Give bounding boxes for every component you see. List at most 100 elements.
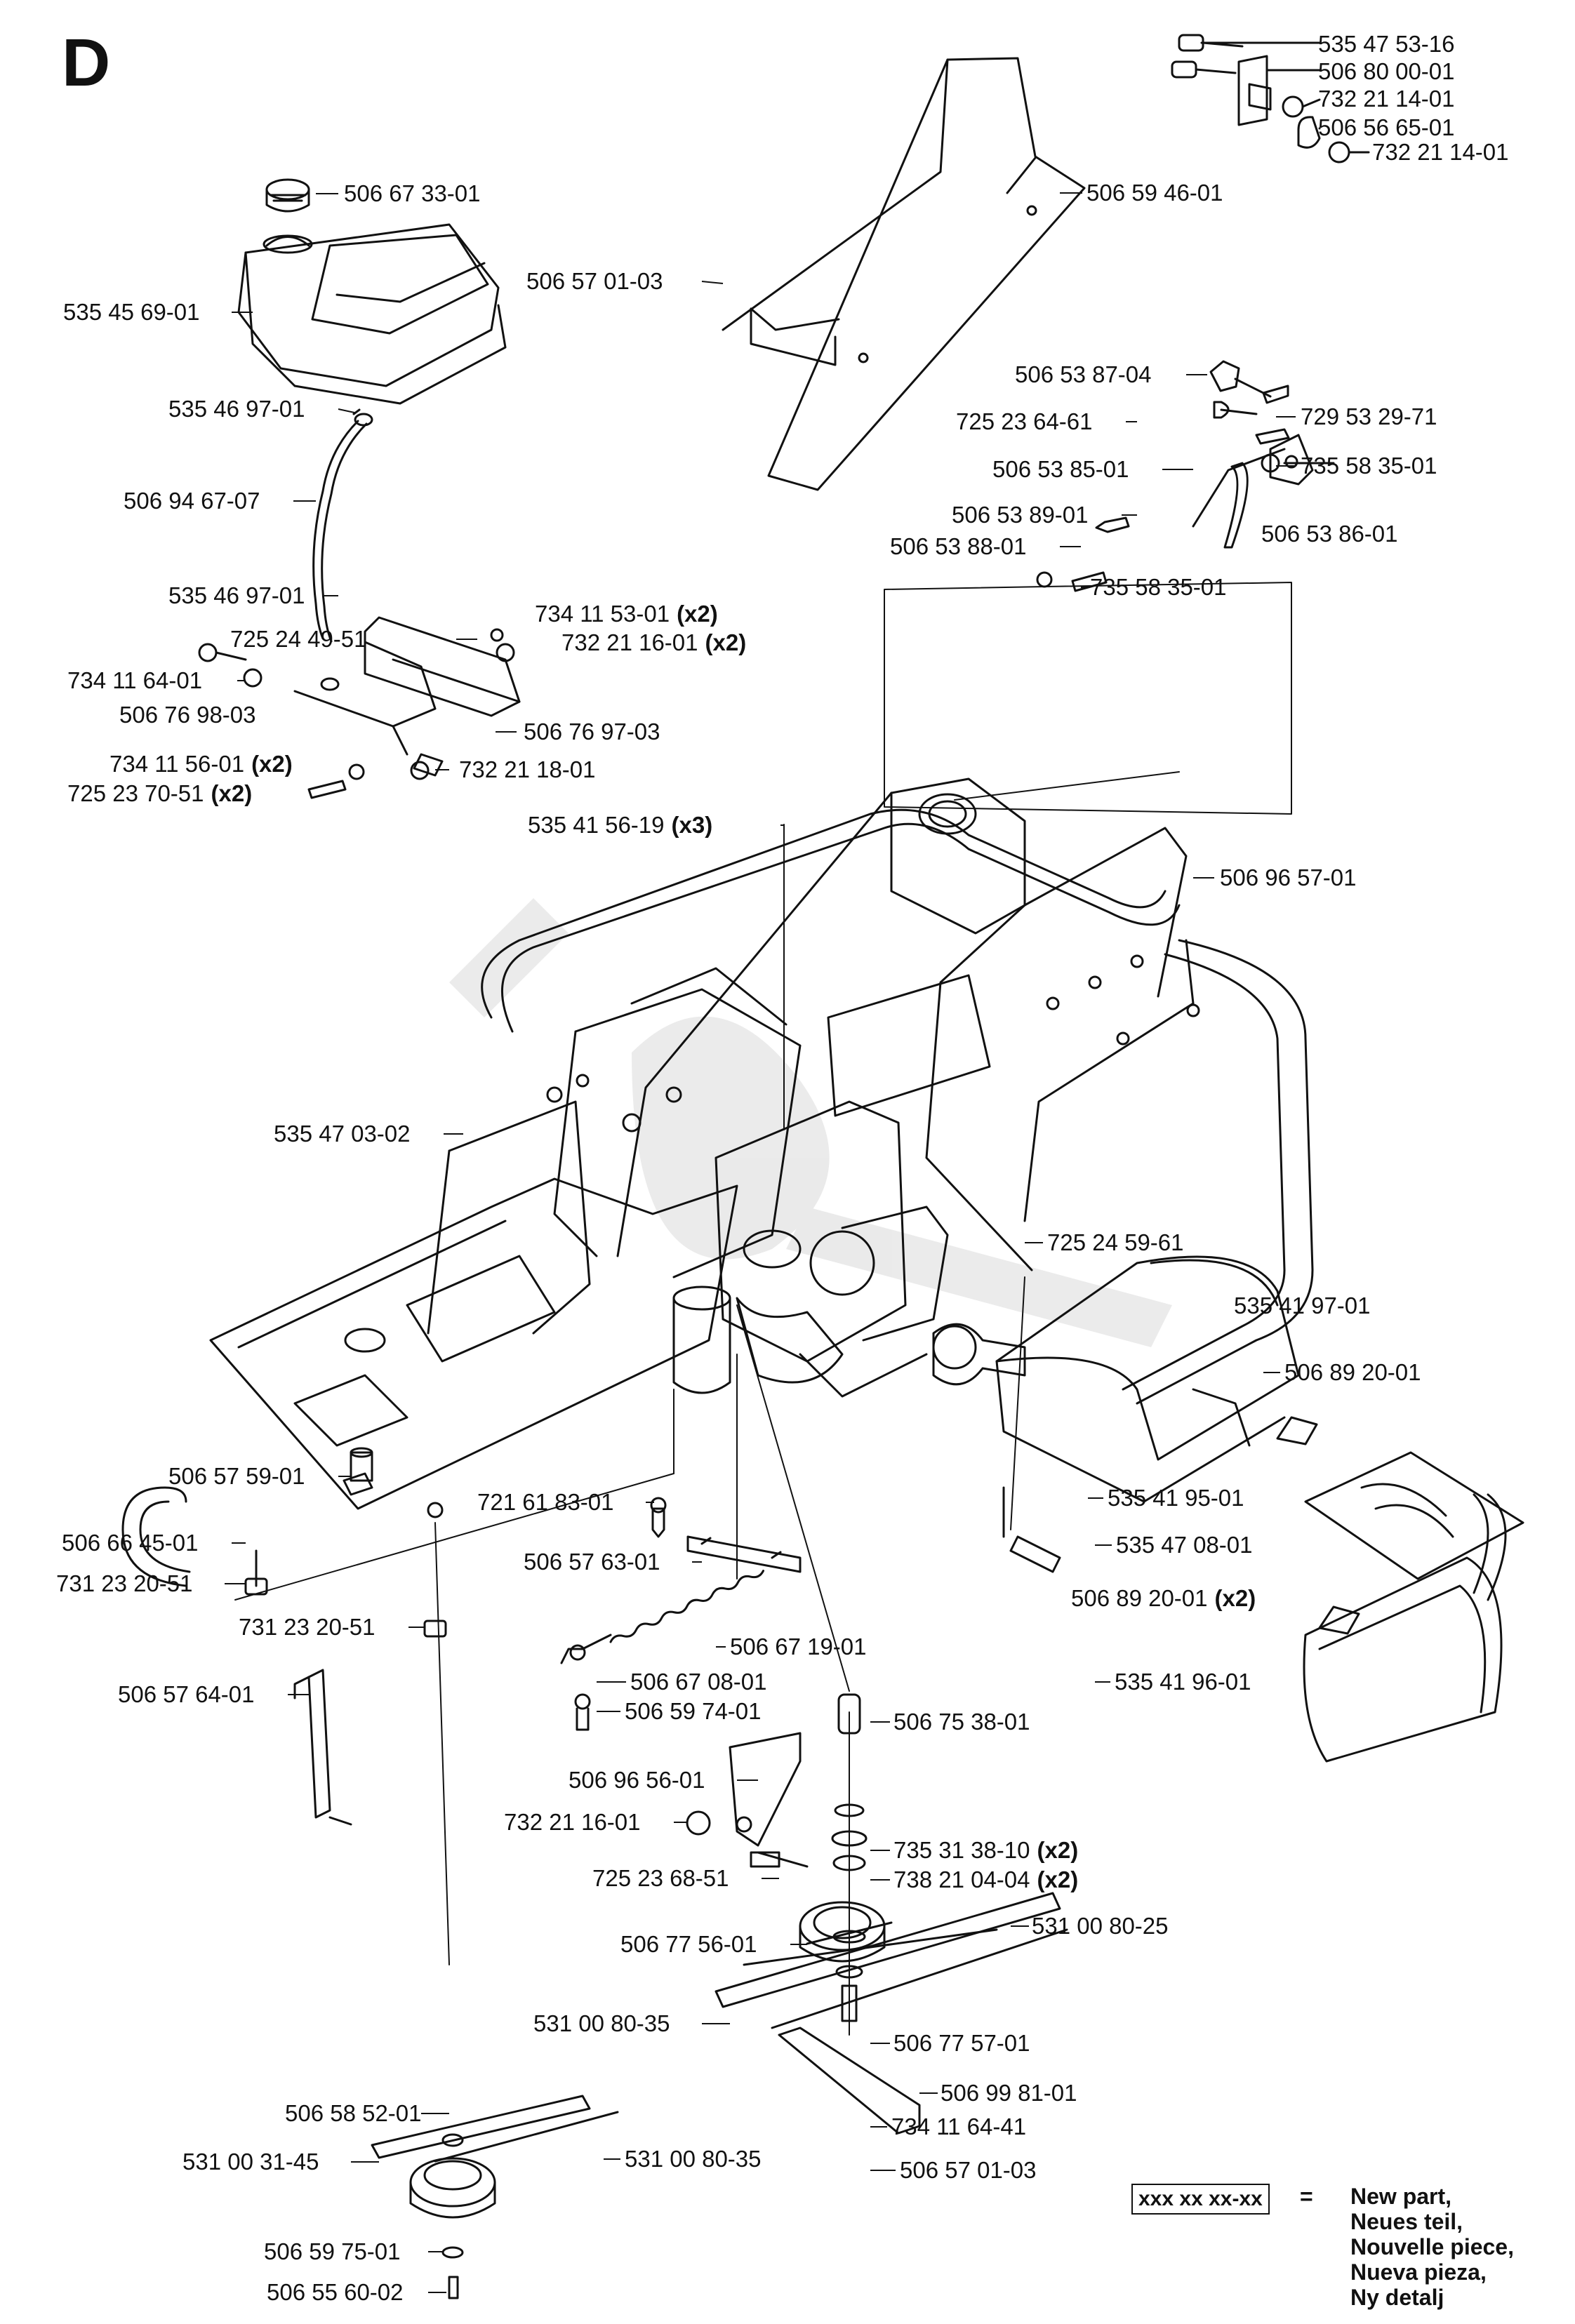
part-label: 506 66 45-01: [62, 1530, 199, 1556]
part-number: 732 21 18-01: [459, 756, 596, 782]
part-number: 506 57 64-01: [118, 1681, 255, 1707]
part-qty: (x2): [1037, 1866, 1079, 1892]
part-label: 506 89 20-01(x2): [1071, 1585, 1256, 1612]
section-letter: D: [62, 25, 111, 100]
part-number: 506 57 01-03: [900, 2157, 1037, 2183]
part-label: 506 94 67-07: [124, 488, 260, 514]
part-number: 506 55 60-02: [267, 2279, 404, 2305]
part-qty: (x2): [211, 780, 253, 806]
part-qty: (x2): [251, 751, 293, 777]
part-qty: (x2): [677, 601, 718, 627]
part-number: 731 23 20-51: [56, 1570, 193, 1596]
part-label: 732 21 16-01(x2): [561, 629, 746, 656]
part-label: 506 55 60-02: [267, 2279, 404, 2306]
part-number: 535 41 96-01: [1115, 1669, 1251, 1695]
part-label: 506 59 74-01: [625, 1698, 762, 1725]
part-label: 506 57 01-03: [900, 2157, 1037, 2184]
part-label: 725 23 70-51 (x2): [67, 780, 252, 807]
part-number: 531 00 80-35: [625, 2146, 762, 2172]
part-label: 506 96 57-01: [1220, 864, 1357, 891]
part-label: 506 57 59-01: [168, 1463, 305, 1490]
part-number: 535 46 97-01: [168, 582, 305, 608]
legend-lines: New part, Neues teil, Nouvelle piece, Nu…: [1350, 2184, 1514, 2310]
main-frame: [209, 777, 1314, 1510]
part-number: 506 76 97-03: [524, 719, 660, 744]
part-label: 531 00 80-35: [533, 2010, 670, 2037]
part-label: 535 47 03-02: [274, 1121, 411, 1147]
part-number: 535 46 97-01: [168, 396, 305, 422]
part-number: 735 31 38-10: [893, 1837, 1030, 1863]
part-number: 506 67 08-01: [630, 1669, 767, 1695]
part-label: 506 99 81-01: [941, 2080, 1077, 2106]
part-number: 732 21 16-01: [561, 629, 698, 655]
part-number: 506 53 85-01: [992, 456, 1129, 482]
part-label: 506 89 20-01: [1284, 1359, 1421, 1386]
part-number: 506 94 67-07: [124, 488, 260, 514]
part-label: 725 23 68-51: [592, 1865, 729, 1892]
part-label: 506 56 65-01: [1318, 114, 1455, 141]
bracket-hardware-group: [1171, 34, 1370, 163]
part-label: 738 21 04-04 (x2): [893, 1866, 1078, 1893]
part-label: 535 47 53-16: [1318, 31, 1455, 58]
part-label: 731 23 20-51: [56, 1570, 193, 1597]
part-label: 531 00 80-35: [625, 2146, 762, 2172]
part-number: 506 77 57-01: [893, 2030, 1030, 2056]
part-label: 729 53 29-71: [1301, 403, 1437, 430]
part-label: 731 23 20-51: [239, 1614, 376, 1641]
part-number: 734 11 53-01: [535, 601, 670, 627]
part-number: 725 23 70-51: [67, 780, 204, 806]
part-label: 506 76 98-03: [119, 702, 256, 728]
part-number: 531 00 80-25: [1032, 1913, 1169, 1939]
legend-line: Ny detalj: [1350, 2285, 1444, 2310]
part-number: 735 58 35-01: [1301, 453, 1437, 479]
part-label: 506 53 88-01: [890, 533, 1027, 560]
side-brackets: [198, 616, 521, 799]
part-number: 535 47 53-16: [1318, 31, 1455, 57]
part-number: 721 61 83-01: [477, 1489, 614, 1515]
part-label: 506 57 64-01: [118, 1681, 255, 1708]
part-number: 506 99 81-01: [941, 2080, 1077, 2106]
part-number: 535 47 03-02: [274, 1121, 411, 1147]
part-number: 738 21 04-04: [893, 1866, 1030, 1892]
part-number: 734 11 64-01: [67, 667, 203, 693]
part-label: 535 41 96-01: [1115, 1669, 1251, 1695]
legend-line: New part,: [1350, 2184, 1452, 2209]
part-label: 506 67 08-01: [630, 1669, 767, 1695]
part-number: 506 57 59-01: [168, 1463, 305, 1489]
fuel-hose: [312, 408, 373, 691]
part-number: 535 41 95-01: [1108, 1485, 1244, 1511]
part-number: 732 21 16-01: [504, 1809, 641, 1835]
part-number: 506 80 00-01: [1318, 58, 1455, 84]
part-number: 535 45 69-01: [63, 299, 200, 325]
part-number: 506 89 20-01: [1284, 1359, 1421, 1385]
upper-pulley-stack: [715, 1693, 1068, 2135]
part-qty: (x2): [1037, 1837, 1079, 1863]
part-number: 506 76 98-03: [119, 702, 256, 728]
part-number: 729 53 29-71: [1301, 403, 1437, 429]
leader-lines: [234, 771, 1180, 2036]
part-label: 735 58 35-01: [1090, 574, 1227, 601]
part-number: 506 53 86-01: [1261, 521, 1398, 547]
part-number: 506 77 56-01: [620, 1931, 757, 1957]
part-label: 506 67 19-01: [730, 1634, 867, 1660]
part-label: 725 24 49-51: [230, 626, 367, 653]
part-label: 734 11 64-41: [891, 2113, 1026, 2140]
hood-outline: [884, 582, 1292, 815]
part-number: 531 00 80-35: [533, 2010, 670, 2036]
part-label: 732 21 14-01: [1372, 139, 1509, 166]
watermark-logo: [449, 898, 1172, 1347]
part-label: 535 41 95-01: [1108, 1485, 1244, 1511]
part-number: 506 53 89-01: [952, 502, 1089, 528]
belt-guard: [995, 1255, 1300, 1503]
lever-assembly: [1036, 360, 1335, 592]
part-label: 535 46 97-01: [168, 582, 305, 609]
deflector-plates: [1276, 1416, 1524, 1763]
legend-equals: =: [1300, 2184, 1313, 2209]
part-number: 725 24 59-61: [1047, 1229, 1184, 1255]
spring-link: [560, 1535, 802, 1731]
part-number: 506 89 20-01: [1071, 1585, 1208, 1611]
part-number: 506 67 19-01: [730, 1634, 867, 1659]
part-label: 725 23 64-61: [956, 408, 1093, 435]
part-label: 735 31 38-10 (x2): [893, 1837, 1078, 1864]
